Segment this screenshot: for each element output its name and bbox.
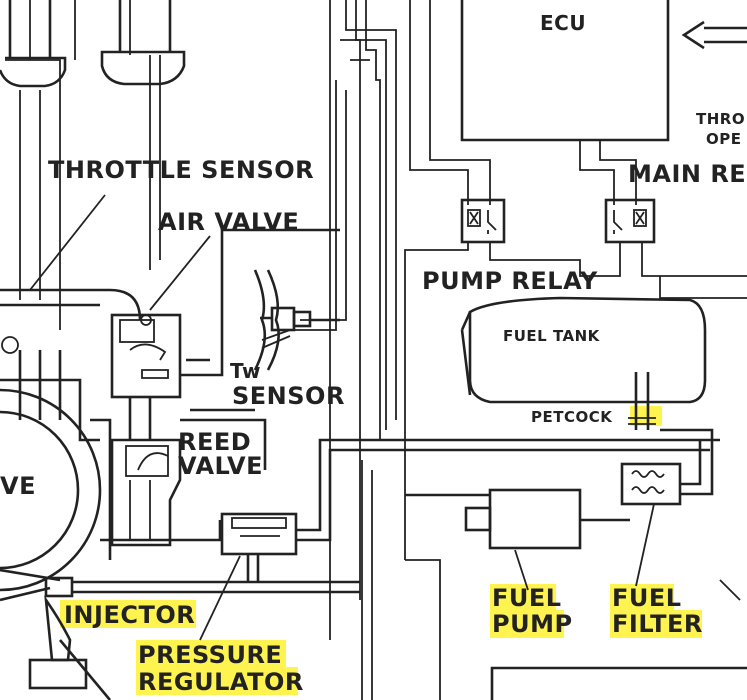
injector-symbol: [28, 576, 360, 700]
regulator-label: REGULATOR: [138, 668, 304, 696]
ecu-box: [409, 0, 670, 205]
air-funnel-left: [0, 0, 67, 88]
pump-relay-symbol: [460, 198, 506, 244]
reed-valve-body: [110, 408, 267, 547]
valve-label: VALVE: [178, 452, 263, 480]
label-highlights: [60, 406, 702, 695]
reed-label: REED: [178, 428, 251, 456]
pressure-label: PRESSURE: [138, 641, 282, 669]
fuel-filter-symbol: [620, 428, 741, 601]
pressure-regulator-symbol: [199, 438, 720, 641]
ve-partial-label: VE: [0, 472, 36, 500]
fuel-pump-symbol: [405, 488, 630, 591]
sensor-label: SENSOR: [232, 382, 345, 410]
throttle-sensor-label: THROTTLE SENSOR: [48, 156, 314, 184]
fuel-pump-label-1: FUEL: [492, 584, 562, 612]
bottom-right-frame: [405, 559, 747, 700]
air-valve-label: AIR VALVE: [158, 208, 299, 236]
fuel-tank-label: FUEL TANK: [503, 327, 601, 345]
tw-label: Tw: [230, 359, 261, 383]
throttle-partial-label-1: THRO: [696, 110, 745, 128]
fuel-pump-label-2: PUMP: [492, 610, 573, 638]
fuel-filter-label-1: FUEL: [612, 584, 682, 612]
engine-cylinder: [0, 288, 222, 602]
air-funnel-right: [100, 0, 186, 86]
main-relay-symbol: [604, 198, 656, 244]
pump-relay-label: PUMP RELAY: [422, 267, 598, 295]
double-arrow-icon: [681, 20, 747, 50]
air-valve-body: [110, 228, 340, 440]
injector-label: INJECTOR: [64, 601, 195, 629]
main-relay-label: MAIN REL: [628, 160, 747, 188]
fuel-filter-label-2: FILTER: [612, 610, 703, 638]
fuel-tank-symbol: [460, 296, 707, 430]
tw-sensor-symbol: [253, 269, 340, 371]
petcock-label: PETCOCK: [531, 408, 613, 426]
ecu-label: ECU: [540, 11, 586, 35]
throttle-partial-label-2: OPE: [706, 130, 742, 148]
